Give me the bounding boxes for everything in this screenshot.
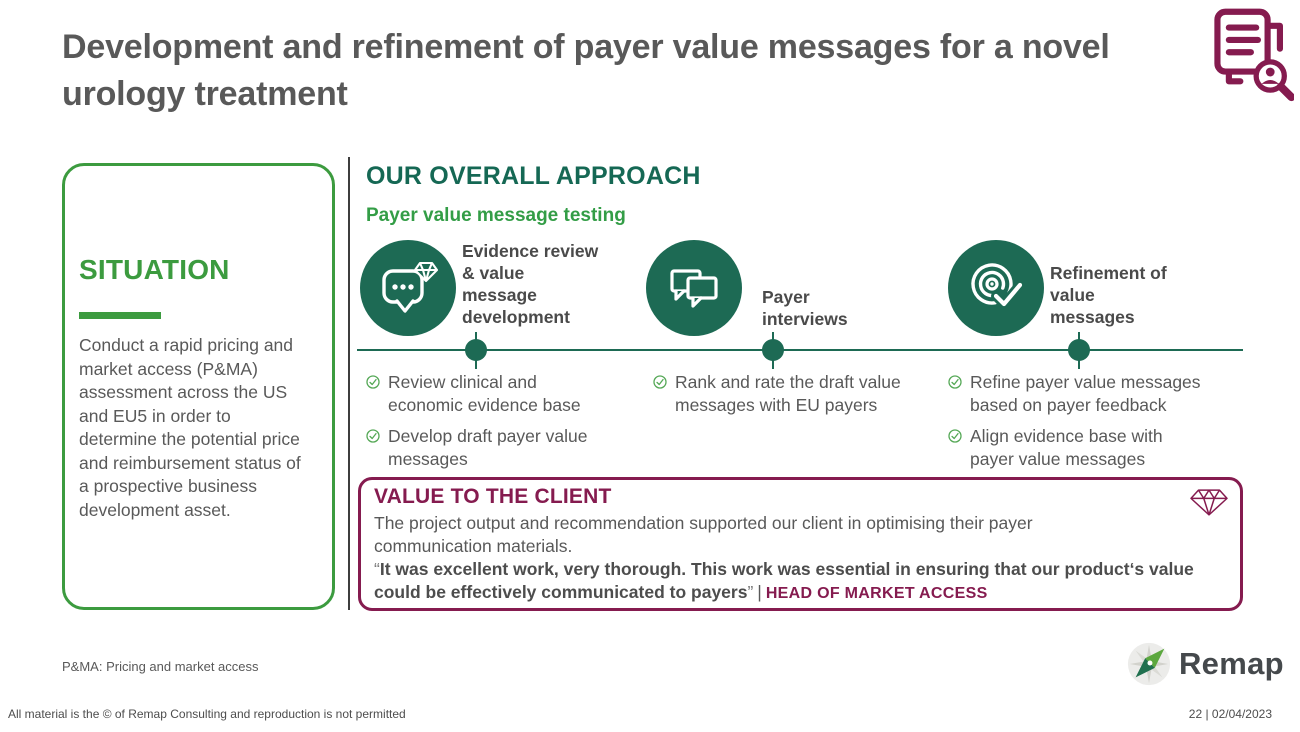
bullet-text: Refine payer value messages based on pay… [970, 372, 1201, 415]
check-circle-icon [948, 375, 962, 389]
step-circle-evidence-review [360, 240, 456, 336]
bullets-evidence-review: Review clinical and economic evidence ba… [366, 371, 594, 479]
situation-panel: SITUATION Conduct a rapid pricing and ma… [62, 163, 335, 610]
situation-body: Conduct a rapid pricing and market acces… [79, 335, 301, 520]
step-label-refinement: Refinement of value messages [1050, 263, 1167, 327]
check-circle-icon [366, 429, 380, 443]
diamond-icon [1188, 487, 1230, 523]
remap-logo: Remap [1126, 641, 1284, 687]
document-search-icon [1206, 6, 1296, 102]
approach-heading: OUR OVERALL APPROACH [366, 162, 701, 190]
list-item: Rank and rate the draft value messages w… [653, 371, 905, 417]
step-circle-payer-interviews [646, 240, 742, 336]
timeline-dot [465, 339, 487, 361]
speech-bubble-diamond-icon [382, 261, 438, 313]
list-item: Review clinical and economic evidence ba… [366, 371, 594, 417]
footnote: P&MA: Pricing and market access [62, 659, 259, 674]
step-label-payer-interviews: Payer interviews [762, 287, 848, 329]
bullets-refinement: Refine payer value messages based on pay… [948, 371, 1204, 479]
check-circle-icon [948, 429, 962, 443]
client-quote: “It was excellent work, very thorough. T… [374, 558, 1199, 605]
value-heading: VALUE TO THE CLIENT [374, 485, 612, 508]
quote-close-mark: ” [747, 582, 754, 602]
bullets-payer-interviews: Rank and rate the draft value messages w… [653, 371, 905, 425]
logo-text: Remap [1179, 646, 1284, 681]
list-item: Align evidence base with payer value mes… [948, 425, 1204, 471]
vertical-divider [348, 157, 350, 610]
heading-underline [79, 312, 161, 319]
page-title: Development and refinement of payer valu… [62, 28, 1110, 113]
bullet-text: Develop draft payer value messages [388, 426, 588, 469]
page-number-date: 22 | 02/04/2023 [1188, 707, 1272, 721]
compass-icon [1127, 642, 1171, 686]
approach-subheading: Payer value message testing [366, 205, 626, 226]
quote-separator: | [757, 582, 762, 602]
bullet-text: Align evidence base with payer value mes… [970, 426, 1163, 469]
value-body: The project output and recommendation su… [374, 513, 1033, 556]
step-circle-refinement [948, 240, 1044, 336]
quote-text: It was excellent work, very thorough. Th… [374, 559, 1194, 602]
list-item: Develop draft payer value messages [366, 425, 594, 471]
step-label-evidence-review: Evidence review & value message developm… [462, 241, 599, 327]
bullet-text: Review clinical and economic evidence ba… [388, 372, 581, 415]
list-item: Refine payer value messages based on pay… [948, 371, 1204, 417]
target-check-icon [971, 263, 1025, 309]
value-to-client-panel: VALUE TO THE CLIENT The project output a… [358, 477, 1243, 611]
check-circle-icon [653, 375, 667, 389]
bullet-text: Rank and rate the draft value messages w… [675, 372, 901, 415]
timeline-dot [762, 339, 784, 361]
quote-open-mark: “ [374, 559, 380, 579]
chat-bubbles-icon [670, 269, 718, 308]
quote-attribution: HEAD OF MARKET ACCESS [765, 585, 988, 602]
copyright-text: All material is the © of Remap Consultin… [8, 707, 406, 721]
check-circle-icon [366, 375, 380, 389]
situation-heading: SITUATION [79, 254, 230, 285]
timeline-line [357, 349, 1243, 351]
timeline-dot [1068, 339, 1090, 361]
